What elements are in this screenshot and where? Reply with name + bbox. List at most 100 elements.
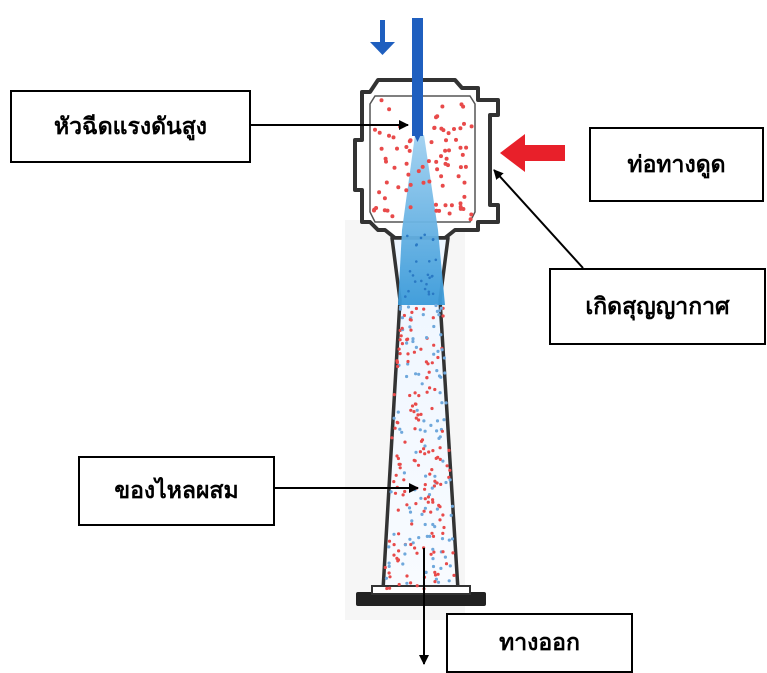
particle xyxy=(384,566,387,569)
particle xyxy=(417,169,421,173)
particle xyxy=(439,391,442,394)
particle xyxy=(385,577,388,580)
particle xyxy=(408,506,411,509)
particle xyxy=(397,558,400,561)
particle xyxy=(408,538,411,541)
label-suction-text: ท่อทางดูด xyxy=(627,147,725,183)
particle xyxy=(408,394,411,397)
particle xyxy=(427,450,430,453)
particle xyxy=(388,571,391,574)
particle xyxy=(431,557,434,560)
particle xyxy=(463,181,467,185)
particle xyxy=(434,209,438,213)
particle xyxy=(460,102,464,106)
particle xyxy=(447,131,451,135)
particle xyxy=(433,475,436,478)
particle xyxy=(380,98,384,102)
particle xyxy=(415,552,418,555)
particle xyxy=(439,376,442,379)
particle xyxy=(405,342,408,345)
particle xyxy=(397,532,400,535)
particle xyxy=(428,291,431,294)
particle xyxy=(469,213,473,217)
particle xyxy=(405,375,408,378)
particle xyxy=(412,274,415,277)
particle xyxy=(410,311,413,314)
particle xyxy=(444,203,448,207)
particle xyxy=(425,336,428,339)
suction-arrow xyxy=(500,134,565,172)
particle xyxy=(388,587,391,590)
particle xyxy=(419,348,422,351)
particle xyxy=(403,441,406,444)
particle xyxy=(423,488,426,491)
particle xyxy=(417,536,420,539)
particle xyxy=(407,290,410,293)
particle xyxy=(434,160,438,164)
particle xyxy=(459,146,463,150)
particle xyxy=(441,513,444,516)
particle xyxy=(444,138,448,142)
particle xyxy=(404,188,408,192)
particle xyxy=(450,203,454,207)
particle xyxy=(430,553,433,556)
particle xyxy=(424,483,427,486)
particle xyxy=(470,124,474,128)
label-nozzle-text: หัวฉีดแรงดันสูง xyxy=(54,109,207,145)
particle xyxy=(423,444,426,447)
particle xyxy=(428,386,431,389)
particle xyxy=(409,183,413,187)
particle xyxy=(401,342,404,345)
particle xyxy=(409,329,412,332)
particle xyxy=(385,181,389,185)
particle xyxy=(393,417,396,420)
particle xyxy=(440,307,443,310)
particle xyxy=(438,518,441,521)
particle xyxy=(441,348,444,351)
particle xyxy=(410,522,413,525)
label-outlet-text: ทางออก xyxy=(499,625,580,661)
particle xyxy=(388,562,391,565)
particle xyxy=(449,564,452,567)
particle xyxy=(415,307,418,310)
particle xyxy=(446,464,449,467)
particle xyxy=(409,270,412,273)
particle xyxy=(400,431,403,434)
particle xyxy=(430,532,433,535)
particle xyxy=(393,393,396,396)
particle xyxy=(433,580,436,583)
particle xyxy=(423,452,426,455)
particle xyxy=(405,574,408,577)
particle xyxy=(411,337,414,340)
particle xyxy=(408,139,412,143)
particle xyxy=(399,338,402,341)
particle xyxy=(439,483,442,486)
particle xyxy=(388,540,391,543)
particle xyxy=(432,325,435,328)
particle xyxy=(441,430,444,433)
particle xyxy=(428,371,431,374)
particle xyxy=(409,581,412,584)
particle xyxy=(414,391,417,394)
particle xyxy=(452,127,456,131)
particle xyxy=(409,409,412,412)
particle xyxy=(415,260,418,263)
particle xyxy=(426,391,429,394)
particle xyxy=(443,356,446,359)
particle xyxy=(459,201,463,205)
particle xyxy=(417,464,420,467)
particle xyxy=(395,474,398,477)
particle xyxy=(408,149,412,153)
particle xyxy=(446,163,450,167)
particle xyxy=(439,333,442,336)
particle xyxy=(421,438,424,441)
particle xyxy=(448,579,451,582)
particle xyxy=(392,480,395,483)
particle xyxy=(439,446,442,449)
particle xyxy=(417,418,420,421)
particle xyxy=(439,174,443,178)
particle xyxy=(448,469,451,472)
particle xyxy=(422,419,425,422)
particle xyxy=(432,293,435,296)
particle xyxy=(442,526,445,529)
